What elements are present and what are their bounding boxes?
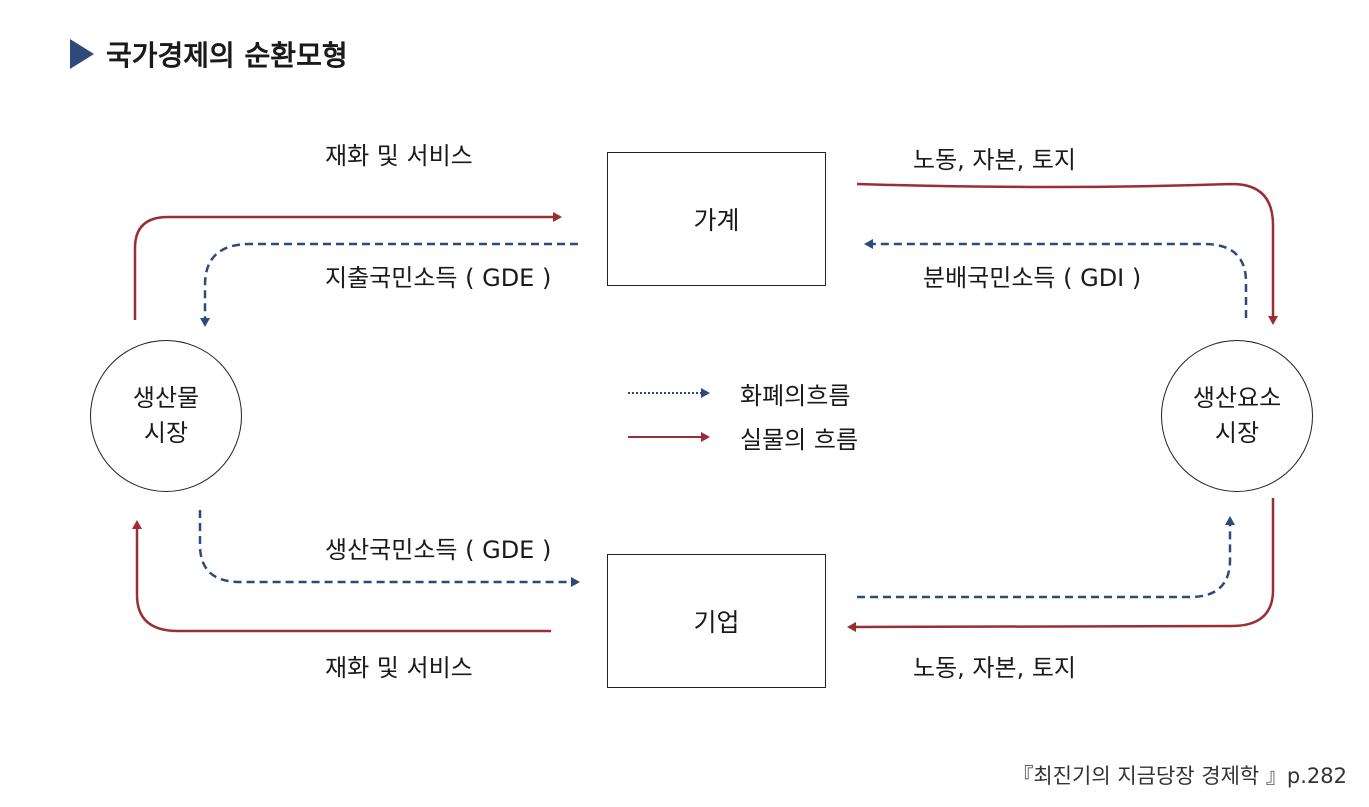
factor-payment-flow-arrow <box>857 516 1235 599</box>
household-label: 가계 <box>693 206 740 235</box>
factors-from-household-arrow <box>856 182 1278 325</box>
goods-from-firm-arrow <box>132 520 551 633</box>
household-box: 가계 <box>607 152 826 286</box>
distribution-income-label: 분배국민소득 ( GDI ) <box>923 264 1142 292</box>
goods-bottom-label: 재화 및 서비스 <box>325 654 473 682</box>
legend-money-text: 화폐의흐름 <box>740 382 851 410</box>
legend-money: 화폐의흐름 <box>740 376 850 411</box>
production-income-label: 생산국민소득 ( GDE ) <box>325 536 552 564</box>
title-text: 국가경제의 순환모형 <box>106 39 348 72</box>
goods-market-circle: 생산물 시장 <box>90 340 242 492</box>
factors-bottom-label: 노동, 자본, 토지 <box>913 654 1076 682</box>
factor-market-line2: 시장 <box>1214 419 1260 447</box>
goods-top-label: 재화 및 서비스 <box>325 142 473 170</box>
factors-to-firm-arrow <box>847 498 1275 632</box>
goods-market-line2: 시장 <box>143 419 189 447</box>
legend-real: 실물의 흐름 <box>740 420 858 455</box>
factor-market-circle: 생산요소 시장 <box>1161 340 1313 492</box>
source-citation: 『최진기의 지금당장 경제학 』p.282 <box>1012 764 1347 788</box>
page-title: 국가경제의 순환모형 <box>70 34 348 74</box>
firm-label: 기업 <box>693 608 740 637</box>
firm-box: 기업 <box>607 554 826 688</box>
production-flow-arrow <box>198 510 580 587</box>
distribution-flow-arrow <box>864 239 1248 318</box>
legend-real-text: 실물의 흐름 <box>740 426 859 454</box>
expenditure-flow-arrow <box>200 242 578 327</box>
goods-to-household-arrow <box>133 212 562 320</box>
goods-market-line1: 생산물 <box>132 384 200 413</box>
factor-market-line1: 생산요소 <box>1192 384 1282 413</box>
triangle-marker-icon <box>70 39 94 69</box>
expenditure-income-label: 지출국민소득 ( GDE ) <box>325 264 552 292</box>
factors-top-label: 노동, 자본, 토지 <box>913 146 1076 174</box>
